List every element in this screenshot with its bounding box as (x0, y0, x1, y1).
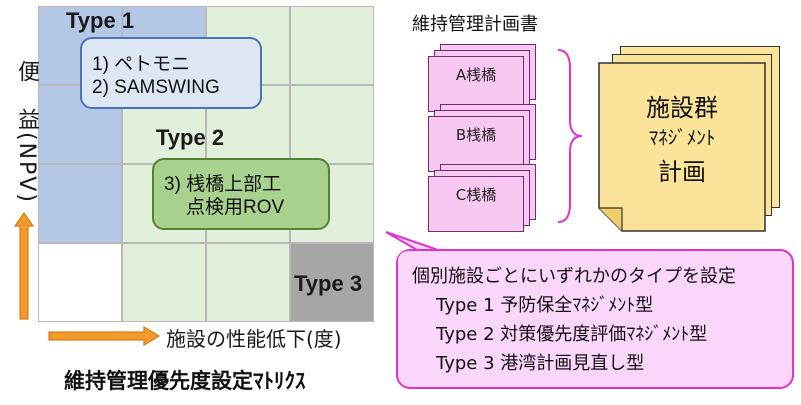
right-brace-icon (557, 49, 583, 223)
facility-line-3: 計画 (658, 158, 706, 186)
y-axis-arrow (13, 211, 35, 320)
type1-example-1: 1) ペトモニ (92, 54, 191, 75)
matrix-cell-type2 (290, 6, 374, 85)
type-setting-callout: 個別施設ごとにいずれかのタイプを設定 Type 1 予防保全ﾏﾈｼﾞﾒﾝﾄ型 T… (396, 249, 794, 389)
callout-line-2: Type 1 予防保全ﾏﾈｼﾞﾒﾝﾄ型 (436, 295, 654, 316)
facility-line-1: 施設群 (646, 94, 718, 122)
matrix-cell-type1 (38, 164, 122, 243)
type1-label: Type 1 (66, 8, 135, 33)
matrix-cell-type3 (290, 243, 374, 322)
folded-page-icon (598, 62, 766, 232)
matrix-cell-type2 (206, 243, 290, 322)
callout-line-1: 個別施設ごとにいずれかのタイプを設定 (412, 266, 736, 287)
arrow-right-icon (48, 325, 161, 347)
callout-line-4: Type 3 港湾計画見直し型 (436, 353, 645, 374)
x-axis-arrow (48, 325, 161, 347)
type2-example-2: 点検用ROV (186, 197, 285, 218)
matrix-title: 維持管理優先度設定ﾏﾄﾘｸｽ (64, 369, 306, 393)
type2-example-box: 3) 桟橋上部工 点検用ROV (152, 158, 330, 230)
type2-example-1: 3) 桟橋上部工 (164, 174, 282, 195)
y-axis-label: 便 益(NPV) (14, 60, 39, 204)
callout-line-3: Type 2 対策優先度評価ﾏﾈｼﾞﾒﾝﾄ型 (436, 324, 708, 345)
matrix-cell-empty (38, 243, 122, 322)
arrow-up-icon (13, 211, 35, 320)
matrix-cell-type2 (290, 85, 374, 164)
type1-example-box: 1) ペトモニ 2) SAMSWING (80, 37, 262, 109)
plan-label-a: A桟橋 (455, 66, 497, 84)
x-axis-label: 施設の性能低下(度) (166, 327, 342, 351)
callout-seam (398, 251, 428, 263)
matrix-cell-type2 (122, 243, 206, 322)
type2-label: Type 2 (156, 125, 225, 150)
plan-label-c: C桟橋 (455, 186, 497, 204)
type3-label: Type 3 (294, 271, 363, 296)
facility-line-2: ﾏﾈｼﾞﾒﾝﾄ (648, 127, 716, 149)
plan-label-b: B桟橋 (455, 126, 497, 144)
type1-example-2: 2) SAMSWING (92, 77, 220, 98)
plans-heading: 維持管理計画書 (412, 14, 538, 35)
